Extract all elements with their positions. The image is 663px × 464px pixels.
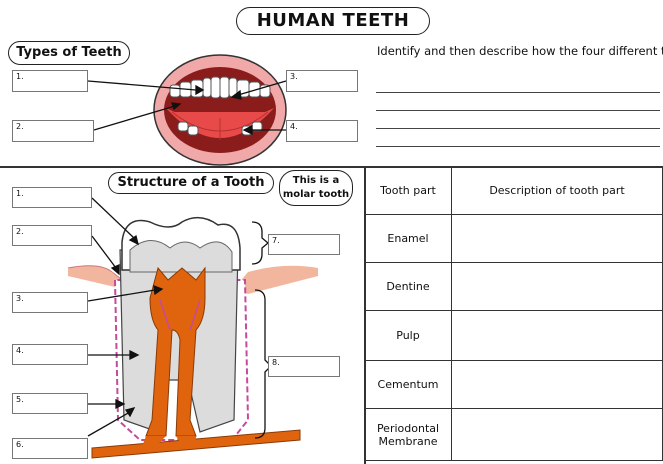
structure-label-box[interactable]: 3. bbox=[12, 292, 88, 313]
structure-label-box[interactable]: 5. bbox=[12, 393, 88, 414]
tooth-type-label-box[interactable]: 2. bbox=[12, 120, 94, 142]
structure-label-box[interactable]: 2. bbox=[12, 225, 92, 246]
tooth-type-label-box[interactable]: 4. bbox=[286, 120, 358, 142]
instructions-text: Identify and then describe how the four … bbox=[377, 44, 663, 58]
answer-line[interactable] bbox=[376, 128, 660, 129]
description-cell[interactable] bbox=[452, 263, 663, 311]
structure-label-box[interactable]: 4. bbox=[12, 344, 88, 365]
structure-label-box[interactable]: 6. bbox=[12, 438, 88, 459]
table-row-label: Dentine bbox=[365, 263, 452, 311]
table-row-label: Periodontal Membrane bbox=[365, 409, 452, 461]
table-row-label: Enamel bbox=[365, 215, 452, 263]
table-header: Tooth part bbox=[365, 167, 452, 215]
structure-label-box[interactable]: 7. bbox=[268, 234, 340, 255]
types-of-teeth-heading: Types of Teeth bbox=[8, 41, 130, 65]
tooth-type-label-box[interactable]: 1. bbox=[12, 70, 88, 92]
structure-label-box[interactable]: 8. bbox=[268, 356, 340, 377]
answer-line[interactable] bbox=[376, 146, 660, 147]
tooth-type-label-box[interactable]: 3. bbox=[286, 70, 358, 92]
description-cell[interactable] bbox=[452, 311, 663, 361]
structure-label-box[interactable]: 1. bbox=[12, 187, 92, 208]
answer-line[interactable] bbox=[376, 110, 660, 111]
table-header: Description of tooth part bbox=[452, 167, 663, 215]
structure-heading: Structure of a Tooth bbox=[108, 172, 274, 194]
table-row-label: Pulp bbox=[365, 311, 452, 361]
molar-note: This is a molar tooth bbox=[279, 170, 353, 206]
description-cell[interactable] bbox=[452, 361, 663, 409]
answer-line[interactable] bbox=[376, 92, 660, 93]
table-row-label: Cementum bbox=[365, 361, 452, 409]
tooth-parts-table: Tooth part Description of tooth part Ena… bbox=[364, 166, 663, 461]
description-cell[interactable] bbox=[452, 409, 663, 461]
description-cell[interactable] bbox=[452, 215, 663, 263]
